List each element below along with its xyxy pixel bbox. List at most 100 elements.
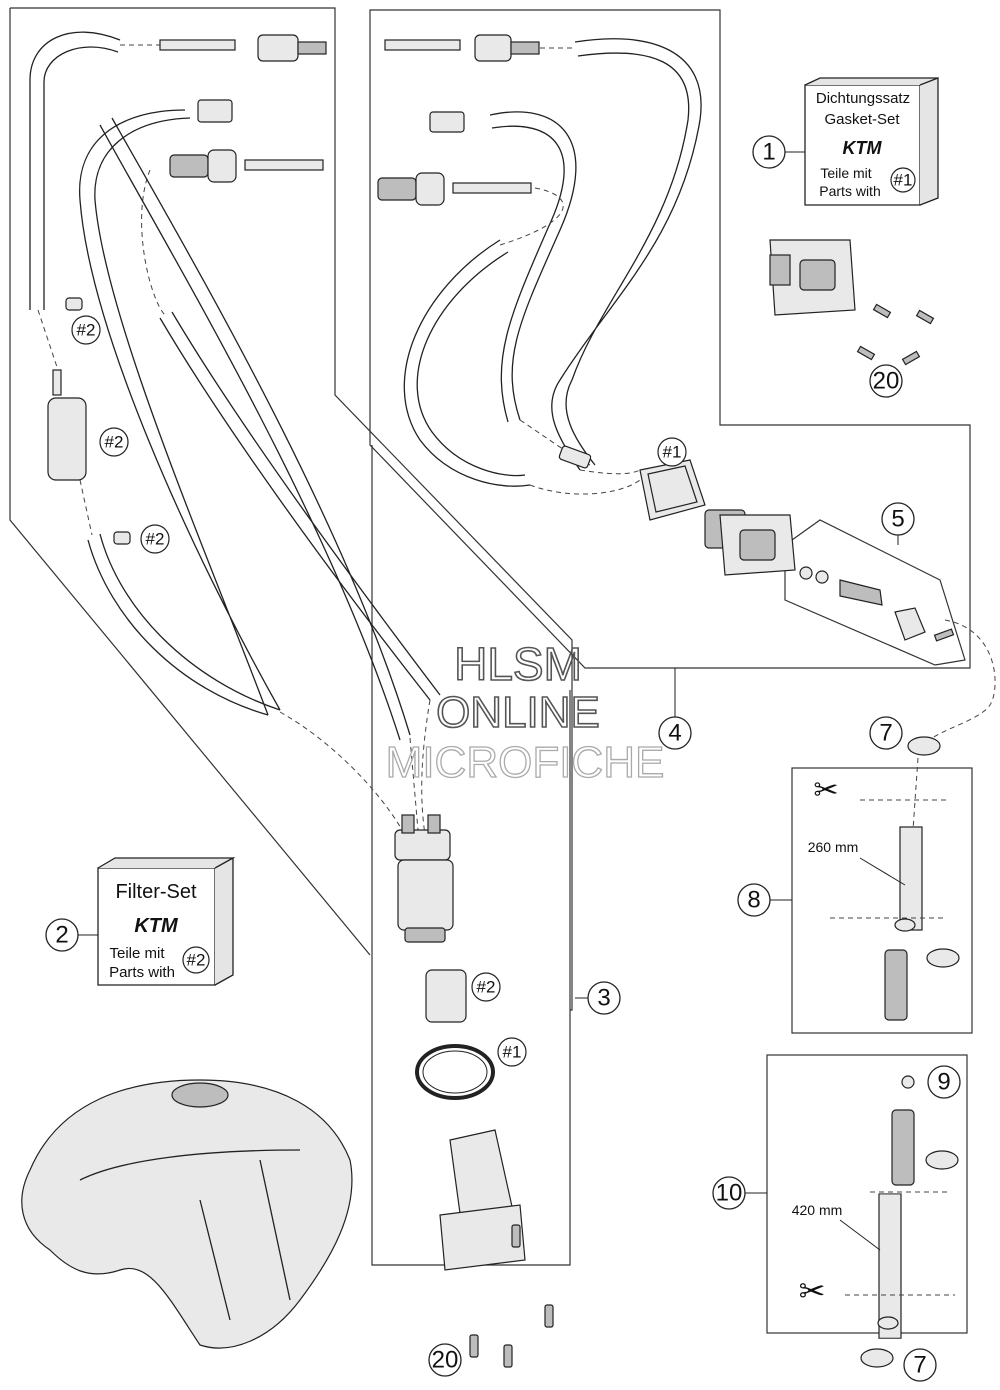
dash-lower-2: [421, 699, 431, 836]
hose-10-length: 420 mm: [792, 1202, 843, 1218]
filter-set-line4: Parts with: [109, 964, 175, 981]
callout-20-bottom: 20: [428, 1343, 462, 1377]
callout-leaders: [78, 151, 899, 1194]
filter-set-brand-logo: KTM: [134, 915, 179, 937]
filter-set-box: Filter-Set KTM Teile mit Parts with #2: [97, 856, 236, 986]
group-item-7-bottom: [860, 1348, 894, 1368]
pump-mount-flange: [439, 1204, 526, 1271]
quick-coupler-4-body: [415, 172, 445, 206]
callout-9: 9: [927, 1065, 961, 1099]
flange-gasket-inner: [647, 465, 698, 513]
quick-coupler-3-tip: [510, 41, 540, 55]
svg-text:#1: #1: [503, 1043, 522, 1062]
group-top-left-fittings: [159, 34, 327, 183]
fuel-tank-body: [21, 1079, 353, 1349]
dash-long: [409, 737, 419, 831]
callout-20-top: 20: [869, 364, 903, 398]
o-ring-9: [901, 1075, 915, 1089]
screws-20-bottom: [469, 1224, 554, 1368]
callout-7-top: 7: [869, 716, 903, 750]
svg-text:7: 7: [879, 720, 892, 747]
connector-plug: [197, 99, 233, 123]
pump-top: [394, 829, 451, 861]
frame-left-hose-group: [9, 7, 573, 1011]
small-ring-2: [113, 531, 131, 545]
callouts: 1 2 3 4 5 7 8 9 10 7 20 20: [45, 135, 961, 1382]
group-item-10: 420 mm ✂: [792, 1075, 959, 1339]
filter-set-line3: Teile mit: [109, 945, 165, 962]
dash-filter-top: [37, 309, 59, 371]
callout-7-bottom: 7: [903, 1348, 937, 1382]
svg-text:#2: #2: [105, 433, 124, 452]
pump-o-ring-inner: [422, 1050, 488, 1094]
hose-clamp-10: [925, 1150, 959, 1170]
group-top-right-parts: [769, 239, 935, 366]
callout-3: 3: [587, 981, 621, 1015]
gasket-set-box: Dichtungssatz Gasket-Set KTM Teile mit P…: [804, 77, 939, 206]
watermark-line3: MICROFICHE: [386, 738, 665, 787]
dash-filter-bottom: [79, 479, 93, 536]
hose-end-10: [877, 1316, 899, 1330]
fuel-tank-panel-lines: [199, 1159, 291, 1321]
dimension-leader-10: [839, 1219, 881, 1251]
svg-text:20: 20: [873, 368, 900, 395]
hose-end-8: [894, 918, 916, 932]
pump-filter-sock: [425, 969, 467, 1023]
callout-10: 10: [712, 1176, 746, 1210]
quick-coupler-1: [257, 34, 299, 62]
hose-left-outer: [29, 31, 121, 310]
ref-pump-filter: #2: [471, 972, 501, 1002]
scissors-icon-2: ✂: [799, 1273, 826, 1309]
fitting-pin-1: [159, 39, 236, 51]
fuel-filter: [47, 397, 87, 481]
svg-text:#2: #2: [477, 978, 496, 997]
group-gasket-flange: [639, 459, 796, 576]
svg-text:1: 1: [762, 139, 775, 166]
gasket-set-line3: Teile mit: [820, 165, 871, 181]
hose-left-2: [79, 109, 281, 716]
fuel-tank-edge: [79, 1149, 301, 1181]
hose-left-lower: [87, 533, 281, 716]
hose-mid-lower: [403, 239, 531, 487]
fuel-tank: [21, 1079, 353, 1349]
svg-text:9: 9: [937, 1069, 950, 1096]
hose-8: [899, 826, 923, 931]
o-ring-1: [799, 566, 813, 580]
svg-text:4: 4: [668, 720, 681, 747]
dash-mid-3: [529, 479, 641, 495]
callout-2: 2: [45, 918, 79, 952]
hose-mid-upper: [551, 38, 702, 471]
watermark-line2: ONLINE: [436, 688, 600, 737]
dash-mid-4: [579, 469, 641, 475]
dimension-leader-8: [859, 857, 906, 886]
pump-nipple-2: [427, 814, 441, 834]
ref-seal-top: #1: [657, 437, 687, 467]
svg-text:#2: #2: [146, 530, 165, 549]
fitting-pin-3: [384, 39, 461, 51]
retaining-clip: [894, 607, 926, 641]
group-item-5-parts: [799, 566, 996, 741]
frame-item-8: [791, 767, 973, 1034]
dash-hose-3: [141, 169, 166, 316]
group-item-8: ✂ 260 mm: [808, 774, 960, 1021]
ref-left-1: #2: [71, 315, 101, 345]
quick-coupler-2-body: [207, 149, 237, 183]
group-fuel-pump: [394, 814, 526, 1271]
hose-mid-2: [489, 111, 577, 423]
watermark-line1: HLSM: [454, 638, 582, 690]
svg-text:#2: #2: [77, 321, 96, 340]
gasket-set-line1: Dichtungssatz: [816, 90, 910, 107]
gasket-set-line4: Parts with: [819, 183, 880, 199]
fitting-10: [891, 1109, 915, 1186]
svg-text:#1: #1: [663, 443, 682, 462]
quick-coupler-4: [377, 177, 417, 201]
ref-left-2: #2: [99, 427, 129, 457]
filter-inlet: [52, 369, 62, 396]
pump-nipple-1: [401, 814, 415, 834]
group-left-filter-parts: [47, 297, 131, 545]
screws-20-top: [856, 303, 935, 366]
flange-spare-plug: [769, 254, 791, 286]
svg-text:10: 10: [716, 1180, 743, 1207]
gasket-set-line2: Gasket-Set: [824, 111, 900, 128]
callout-8: 8: [737, 883, 771, 917]
